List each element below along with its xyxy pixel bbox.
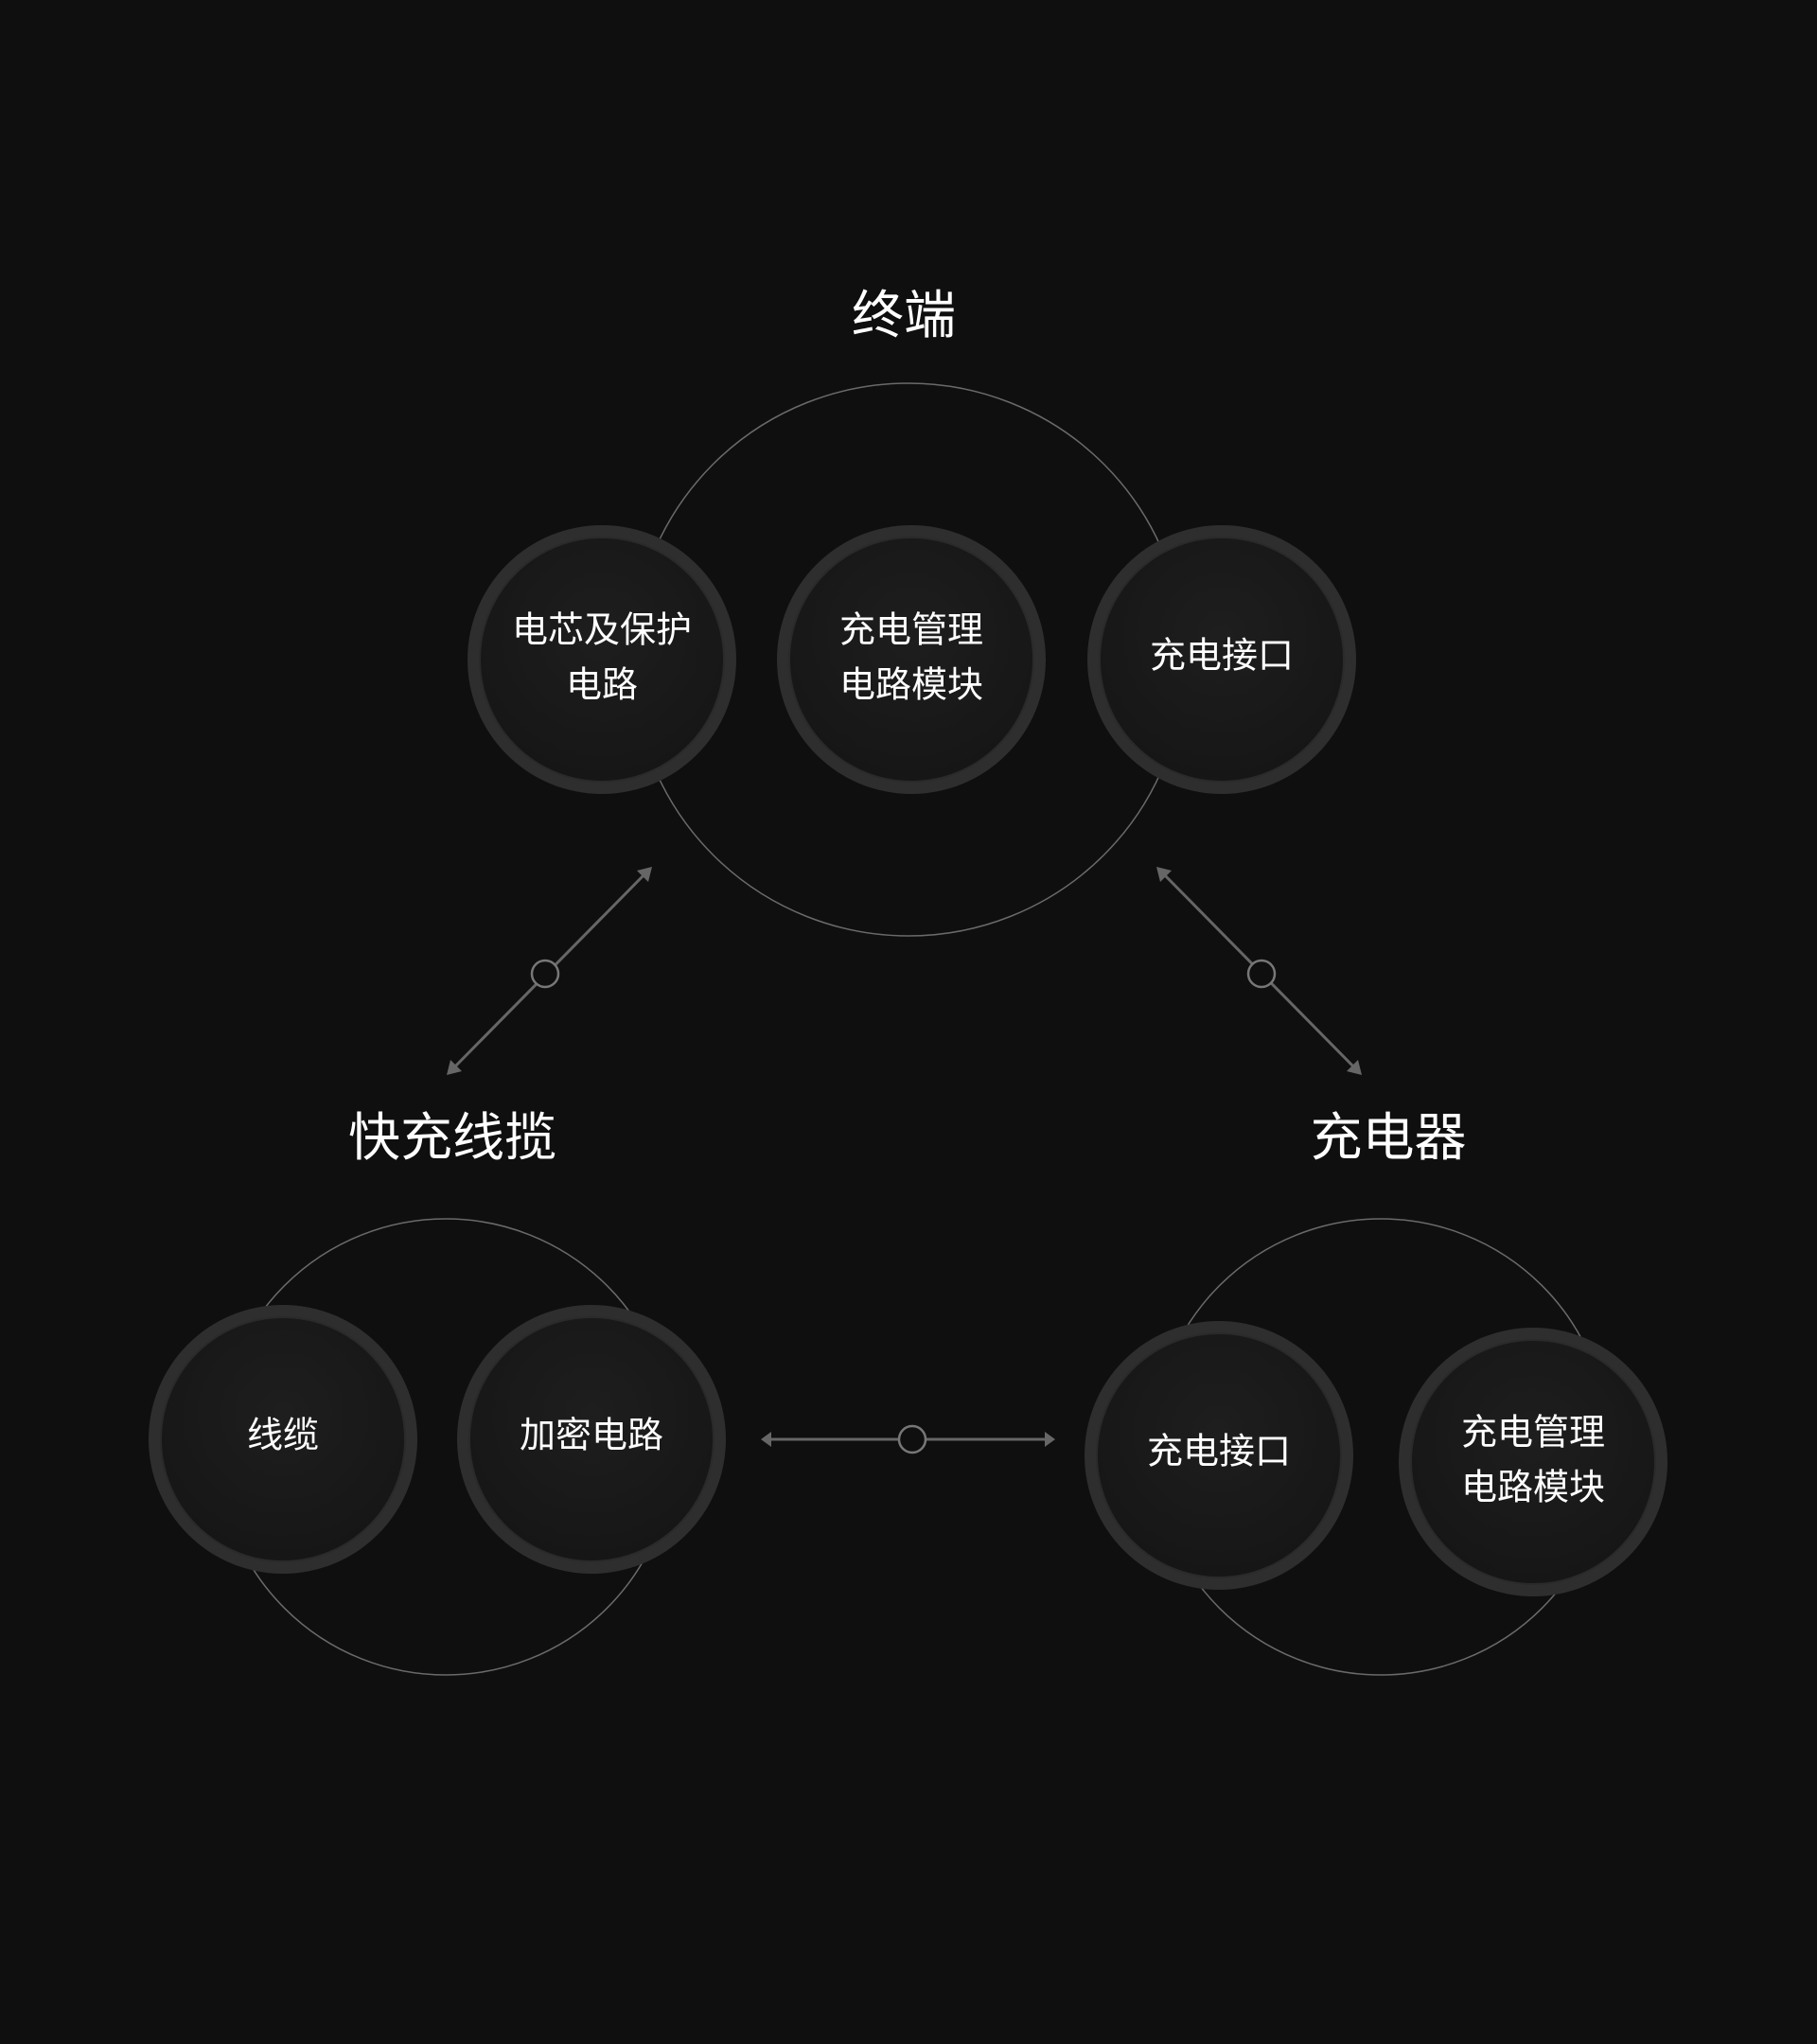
node-label: 充电管理	[839, 609, 983, 651]
node-charge-port: 充电接口	[1087, 525, 1356, 794]
node-battery-protection: 电芯及保护 电路	[467, 525, 736, 794]
arrowhead-icon	[447, 1060, 462, 1075]
group-terminal: 终端 电芯及保护 电路 充电管理 电路模块 充电接口	[467, 285, 1356, 937]
connector-node	[897, 1424, 927, 1454]
node-label: 电芯及保护	[512, 609, 692, 651]
node-label: 充电接口	[1147, 1431, 1291, 1472]
node-encryption-circuit: 加密电路	[457, 1305, 726, 1574]
node-label: 电路模块	[839, 664, 983, 706]
node-cable: 线缆	[149, 1305, 417, 1574]
group-title-charger: 充电器	[1310, 1107, 1466, 1168]
group-title-cable: 快充线揽	[348, 1107, 556, 1168]
connector-node	[1246, 959, 1277, 989]
connector-node	[530, 959, 560, 989]
group-charger: 充电器 充电接口 充电管理 电路模块	[1085, 1107, 1667, 1676]
group-title-terminal: 终端	[852, 285, 956, 345]
node-label: 线缆	[247, 1415, 319, 1456]
group-cable: 快充线揽 线缆 加密电路	[149, 1107, 726, 1676]
connector-cable-charger	[761, 1424, 1055, 1454]
node-label: 加密电路	[520, 1415, 663, 1456]
connector-terminal-charger	[1156, 867, 1362, 1075]
arrowhead-icon	[1156, 867, 1172, 882]
arrowhead-icon	[637, 867, 652, 882]
arrowhead-icon	[1045, 1432, 1055, 1447]
arrowhead-icon	[1347, 1060, 1362, 1075]
node-label: 充电管理	[1461, 1412, 1605, 1454]
node-label: 充电接口	[1150, 635, 1294, 677]
connector-cable-terminal	[447, 867, 652, 1075]
node-charger-port: 充电接口	[1085, 1321, 1353, 1590]
node-label: 电路	[566, 664, 638, 706]
node-label: 电路模块	[1461, 1467, 1605, 1508]
arrowhead-icon	[761, 1432, 771, 1447]
node-charge-management: 充电管理 电路模块	[777, 525, 1046, 794]
node-charger-management: 充电管理 电路模块	[1399, 1328, 1667, 1596]
